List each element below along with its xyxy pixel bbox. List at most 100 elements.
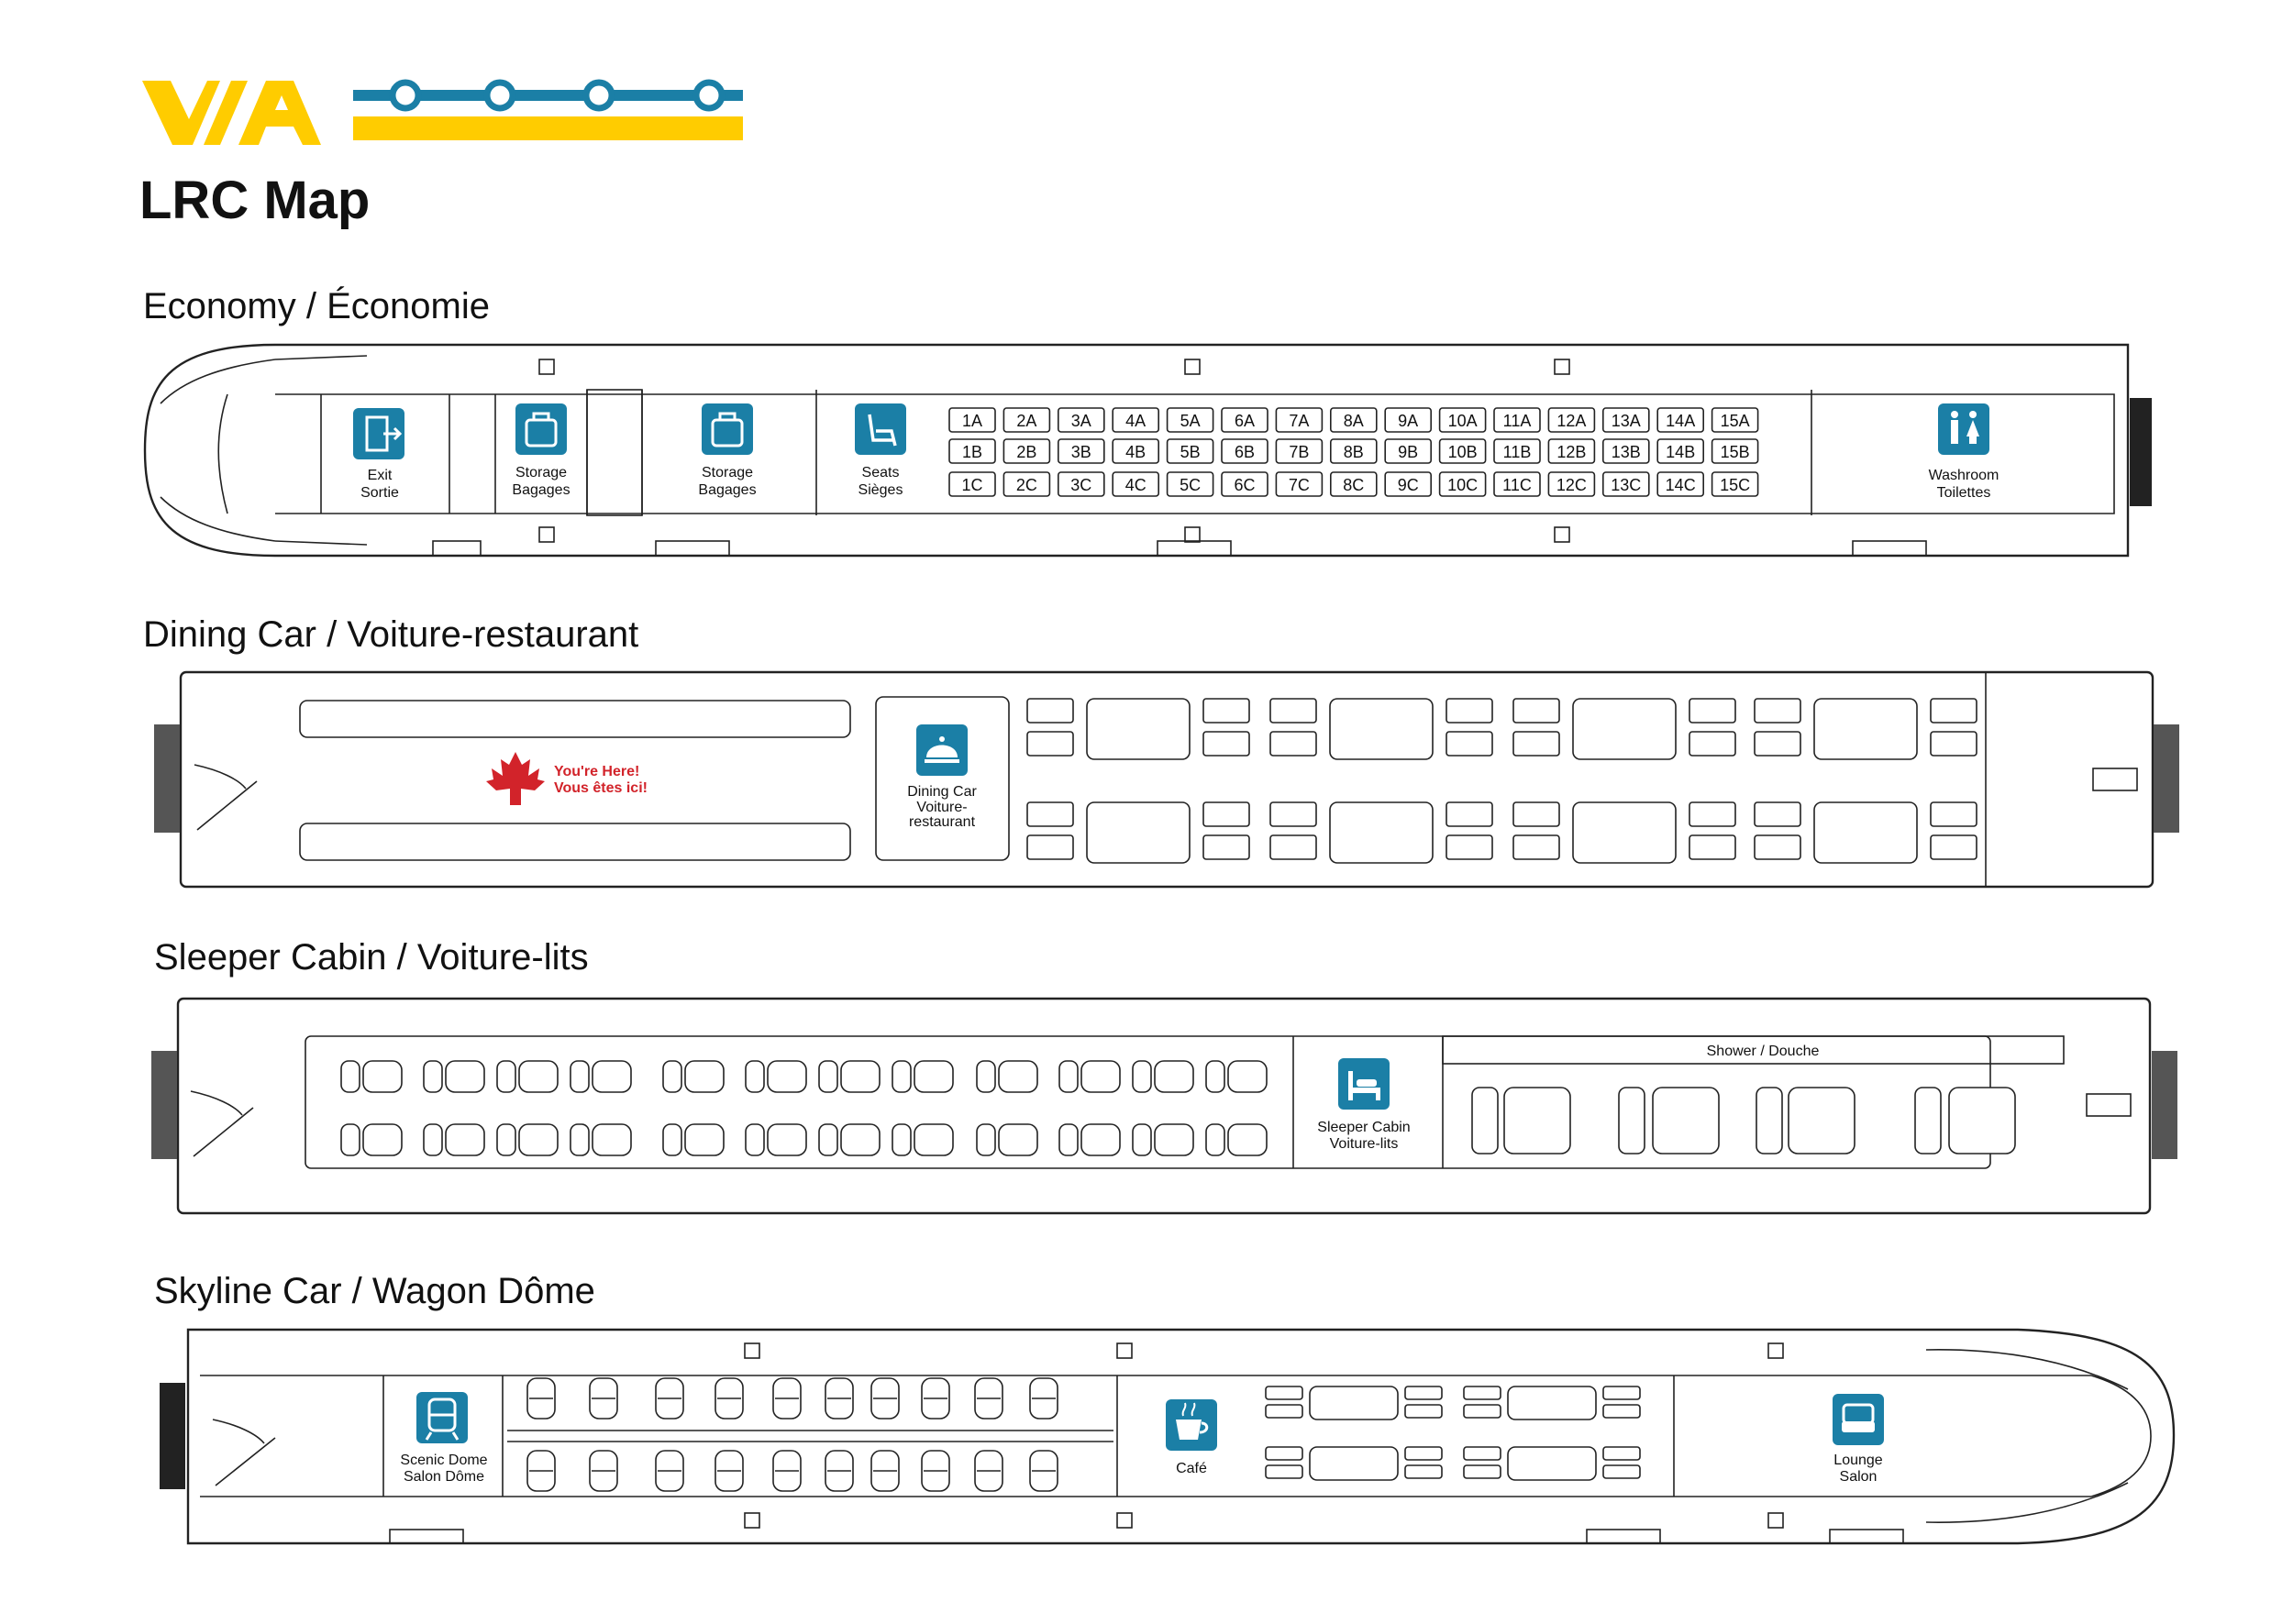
- seat-label: 1B: [962, 443, 982, 461]
- seat-14A: 14A: [1656, 407, 1704, 433]
- seat-label: 2B: [1016, 443, 1036, 461]
- berth: [662, 1060, 725, 1093]
- berth-small: [496, 1123, 516, 1156]
- cabin-bench: [1618, 1087, 1645, 1154]
- seat-1B: 1B: [948, 438, 996, 464]
- seat-7C: 7C: [1275, 471, 1324, 497]
- seat-box: [1602, 471, 1650, 497]
- scenic-dome-label: Scenic Dome Salon Dôme: [400, 1392, 488, 1485]
- seat-box: [1438, 407, 1487, 433]
- cafe-label: Café: [1166, 1399, 1217, 1476]
- berth-small: [976, 1060, 996, 1093]
- chair: [1602, 1386, 1641, 1400]
- seat-box: [1438, 471, 1487, 497]
- seat-label: 9B: [1398, 443, 1418, 461]
- storage-label: Storage: [515, 465, 567, 481]
- seat-label: 2C: [1016, 476, 1037, 494]
- seat-label: 13B: [1612, 443, 1641, 461]
- chair: [1463, 1446, 1501, 1461]
- exit-label: Exit: [368, 468, 393, 483]
- chair: [1026, 834, 1074, 860]
- seat-box: [1275, 438, 1324, 464]
- seat-box: [1166, 471, 1214, 497]
- chair: [1463, 1404, 1501, 1419]
- seat-box: [1547, 471, 1596, 497]
- seat-10B: 10B: [1438, 438, 1487, 464]
- exit-label-fr: Sortie: [360, 485, 399, 501]
- seat-box: [1002, 471, 1051, 497]
- seat-6A: 6A: [1221, 407, 1268, 433]
- seat-9C: 9C: [1384, 471, 1432, 497]
- private-cabin: [1618, 1087, 1720, 1154]
- lounge-label: Lounge Salon: [1833, 1394, 1884, 1485]
- chair: [1026, 731, 1074, 757]
- berth-small: [423, 1123, 443, 1156]
- seat-box: [1058, 471, 1105, 497]
- dome-seat: [714, 1450, 744, 1492]
- berth: [976, 1123, 1038, 1156]
- table: [1572, 801, 1677, 864]
- seat-label: 10A: [1448, 412, 1478, 430]
- berth-small: [423, 1060, 443, 1093]
- seat-box: [1112, 471, 1159, 497]
- seat-13C: 13C: [1602, 471, 1650, 497]
- seat-2C: 2C: [1002, 471, 1051, 497]
- dome-seat: [974, 1377, 1003, 1420]
- seat-8C: 8C: [1330, 471, 1378, 497]
- seat-box: [948, 471, 996, 497]
- dome-seat: [655, 1377, 684, 1420]
- berth-small: [662, 1060, 682, 1093]
- chair: [1404, 1386, 1443, 1400]
- dining-label: Dining Car Voiture- restaurant: [907, 724, 977, 830]
- chair: [1689, 801, 1736, 827]
- seat-11C: 11C: [1493, 471, 1541, 497]
- skyline-car-title: Skyline Car / Wagon Dôme: [154, 1271, 595, 1311]
- seat-1A: 1A: [948, 407, 996, 433]
- private-cabin: [1471, 1087, 1571, 1154]
- chair: [1404, 1404, 1443, 1419]
- chair: [1754, 834, 1801, 860]
- seat-box: [1656, 471, 1704, 497]
- seat-box: [1493, 438, 1541, 464]
- seat-9B: 9B: [1384, 438, 1432, 464]
- dome-seat: [921, 1377, 950, 1420]
- dome-seat: [825, 1377, 854, 1420]
- economy-storage-1: Storage Bagages: [512, 403, 570, 498]
- dome-seat: [974, 1450, 1003, 1492]
- seat-label: 9C: [1398, 476, 1419, 494]
- chair: [1512, 834, 1560, 860]
- berth: [570, 1123, 632, 1156]
- chair: [1602, 1464, 1641, 1479]
- berth: [1058, 1123, 1121, 1156]
- dome-seat: [589, 1450, 618, 1492]
- berth-large: [914, 1060, 954, 1093]
- dining-table-set: [1026, 801, 1250, 864]
- table: [1086, 801, 1191, 864]
- scenic-dome-label-fr: Salon Dôme: [404, 1469, 484, 1485]
- table: [1507, 1446, 1597, 1481]
- seat-box: [1112, 438, 1159, 464]
- dome-seat: [921, 1450, 950, 1492]
- seat-box: [948, 438, 996, 464]
- berth-large: [998, 1123, 1038, 1156]
- berth-large: [592, 1060, 632, 1093]
- dome-seat: [870, 1377, 900, 1420]
- seat-label: 8B: [1344, 443, 1364, 461]
- berth: [976, 1060, 1038, 1093]
- berth-large: [592, 1123, 632, 1156]
- berth-large: [445, 1060, 485, 1093]
- seat-label: 4C: [1125, 476, 1146, 494]
- chair: [1446, 834, 1493, 860]
- berth: [340, 1060, 403, 1093]
- seat-icon: [855, 403, 906, 455]
- seat-box: [1330, 438, 1378, 464]
- seat-label: 3C: [1070, 476, 1091, 494]
- chair: [1446, 731, 1493, 757]
- table: [1309, 1386, 1399, 1420]
- seat-box: [1384, 407, 1432, 433]
- washroom-label: Washroom: [1929, 468, 1999, 483]
- seat-2B: 2B: [1002, 438, 1051, 464]
- berth-large: [362, 1123, 403, 1156]
